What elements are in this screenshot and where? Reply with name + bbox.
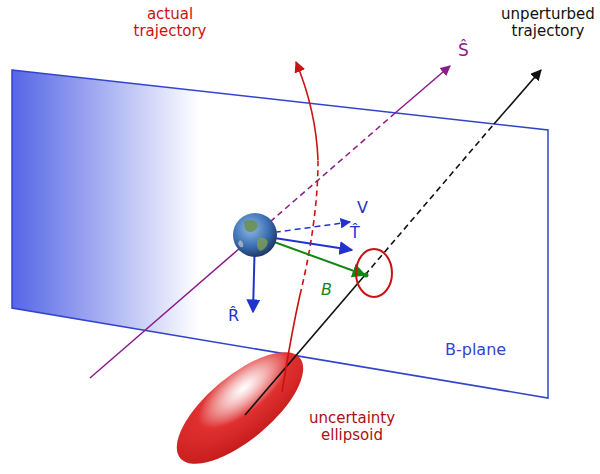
ellipsoid-label: uncertainty ellipsoid <box>304 410 400 444</box>
trajectory-label: actual trajectory <box>128 6 212 40</box>
target-circle <box>356 249 392 297</box>
vector-label: B <box>321 280 332 299</box>
axis-label: R̂ <box>228 306 239 325</box>
axis-label: T̂ <box>350 223 360 242</box>
unperturbed-trajectory-arrow <box>494 70 541 124</box>
actual-trajectory <box>282 295 300 392</box>
s-axis <box>90 235 255 378</box>
trajectory-label: unperturbed trajectory <box>500 6 596 40</box>
earth <box>233 213 277 257</box>
vector-label: V <box>357 198 368 217</box>
b-point <box>364 273 369 278</box>
actual-trajectory-arrow <box>296 62 318 160</box>
unperturbed-trajectory <box>245 275 365 415</box>
plane-label: B-plane <box>445 340 506 359</box>
s-axis-arrow <box>394 66 450 114</box>
s-axis-hidden <box>255 114 394 235</box>
axis-label: Ŝ <box>458 40 469 60</box>
b-plane <box>12 70 548 398</box>
